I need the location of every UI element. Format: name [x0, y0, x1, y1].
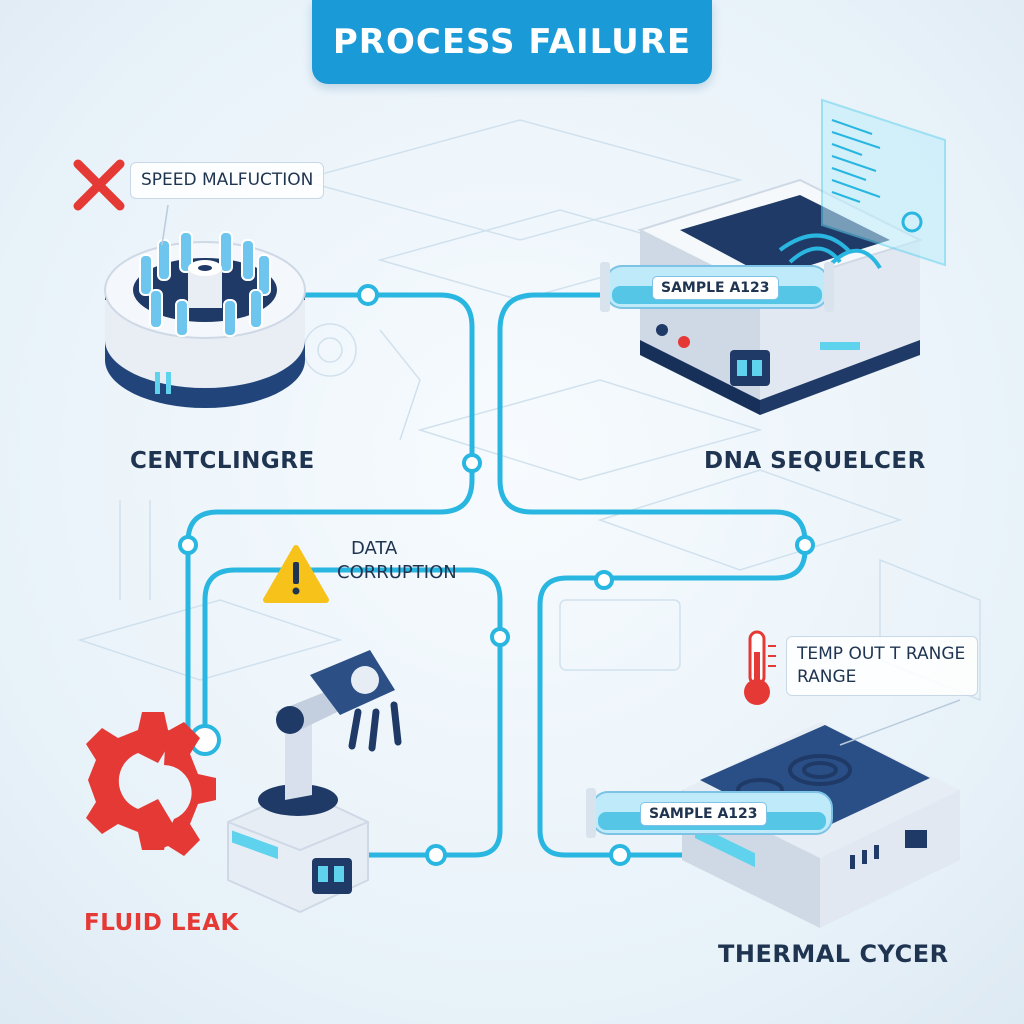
data-corruption-line2: CORRUPTION	[337, 562, 457, 584]
thermal-cycler-label: THERMAL CYCER	[718, 940, 949, 968]
connector-nodes	[178, 284, 815, 866]
data-corruption-line1: DATA	[351, 538, 398, 559]
connector-pipes	[185, 292, 808, 858]
sample-tag-top: SAMPLE A123	[652, 276, 779, 300]
thermometer-icon	[744, 630, 776, 705]
dna-sequencer-label: DNA SEQUELCER	[704, 448, 926, 474]
broken-gear-icon	[86, 712, 216, 856]
warning-icon	[263, 545, 329, 603]
data-corruption-callout: DATA CORRUPTION	[326, 530, 468, 593]
robot-arm-machine	[227, 650, 402, 914]
speed-malfunction-text: SPEED MALFUCTION	[141, 170, 314, 190]
centrifuge-label: CENTCLINGRE	[130, 448, 315, 474]
speed-malfunction-callout: SPEED MALFUCTION	[130, 162, 325, 199]
background-blueprint	[77, 119, 981, 702]
temp-out-of-range-line2: RANGE	[797, 666, 857, 687]
temp-out-of-range-callout: TEMP OUT T RANGE RANGE	[786, 636, 978, 696]
callout-leaders	[161, 204, 961, 746]
x-error-icon	[73, 159, 125, 211]
hologram-screen	[821, 98, 946, 267]
fluid-leak-label: FLUID LEAK	[84, 910, 239, 936]
page-title: PROCESS FAILURE	[312, 0, 712, 84]
temp-out-of-range-line1: TEMP OUT T RANGE	[797, 644, 966, 664]
sample-tag-bottom: SAMPLE A123	[640, 802, 767, 826]
centrifuge-machine	[104, 231, 306, 408]
